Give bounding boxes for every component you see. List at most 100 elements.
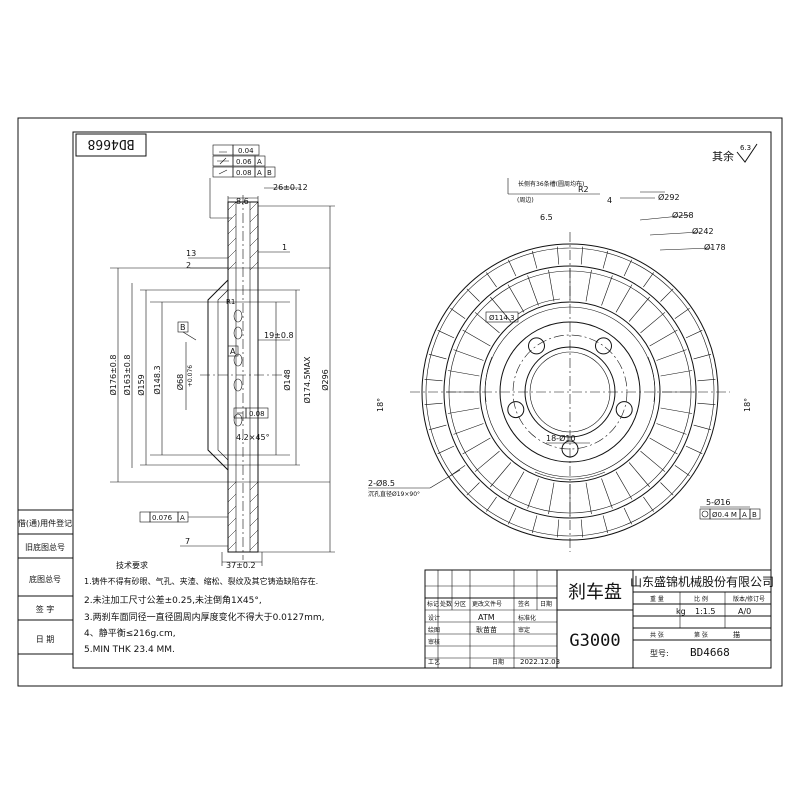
slot-line: [697, 379, 716, 382]
cooling-vanes: [424, 246, 716, 538]
svg-text:技术要求: 技术要求: [116, 560, 148, 570]
svg-text:版本/修订号: 版本/修订号: [733, 595, 765, 603]
slot-line: [531, 250, 538, 269]
slot-line: [674, 308, 690, 319]
svg-text:绘图: 绘图: [428, 626, 440, 634]
svg-text:日 期: 日 期: [36, 635, 55, 644]
slot-line: [602, 250, 609, 269]
svg-text:Ø114.3: Ø114.3: [489, 314, 515, 322]
slot-line: [531, 515, 538, 534]
slot-line: [486, 272, 497, 288]
surface-finish: 其余 6.3: [712, 143, 758, 163]
svg-text:耿苗苗: 耿苗苗: [476, 625, 497, 634]
side-view: 0.04 0.06 A 0.08 A B: [108, 144, 335, 570]
svg-text:19±0.8: 19±0.8: [264, 331, 294, 340]
roughness-symbol-icon: [736, 143, 758, 163]
svg-text:Ø148: Ø148: [282, 369, 292, 391]
slot-line: [508, 507, 517, 525]
vane-line: [585, 269, 592, 302]
svg-text:37±0.2: 37±0.2: [226, 561, 256, 570]
svg-text:1: 1: [282, 243, 287, 252]
svg-text:B: B: [180, 323, 186, 332]
svg-text:13: 13: [186, 249, 196, 258]
svg-text:分区: 分区: [454, 600, 466, 608]
material: G3000: [569, 631, 620, 651]
slot-line: [428, 424, 447, 431]
svg-text:4: 4: [607, 196, 612, 205]
bolt-hole: [595, 337, 612, 355]
slot-line: [623, 507, 632, 525]
svg-text:5.MIN THK 23.4 MM.: 5.MIN THK 23.4 MM.: [84, 645, 175, 655]
svg-text:0.08: 0.08: [249, 410, 265, 418]
svg-text:(周边): (周边): [517, 196, 534, 204]
svg-text:共 张: 共 张: [650, 631, 664, 639]
bolt-hole: [528, 337, 545, 355]
svg-text:0.076: 0.076: [152, 514, 173, 522]
vane-line: [601, 275, 613, 306]
vane-line: [453, 423, 484, 435]
slot-line: [685, 445, 703, 454]
slot-line: [674, 465, 690, 476]
svg-text:设计: 设计: [428, 614, 440, 622]
svg-text:比 例: 比 例: [694, 595, 708, 603]
svg-text:Ø163±0.8: Ø163±0.8: [122, 355, 132, 396]
slot-line: [428, 353, 447, 360]
slot-line: [557, 246, 560, 265]
slot-line: [643, 272, 654, 288]
svg-text:第 张: 第 张: [694, 631, 708, 639]
svg-text:B: B: [267, 169, 272, 177]
svg-text:Ø159: Ø159: [136, 374, 146, 396]
svg-text:Ø296: Ø296: [320, 369, 330, 391]
svg-text:重 量: 重 量: [650, 595, 664, 603]
vane-line: [656, 423, 687, 435]
svg-text:18°: 18°: [743, 398, 752, 412]
slot-line: [437, 330, 455, 339]
slot-line: [697, 402, 716, 405]
svg-text:Ø0.4 M: Ø0.4 M: [712, 511, 737, 519]
svg-text:2022.12.03: 2022.12.03: [520, 658, 560, 666]
slot-line: [450, 308, 466, 319]
svg-text:0.08: 0.08: [236, 169, 252, 177]
vane-line: [527, 478, 539, 509]
svg-text:签 字: 签 字: [36, 604, 55, 614]
vane-line: [527, 275, 539, 306]
svg-text:Ø176±0.8: Ø176±0.8: [108, 355, 118, 396]
slot-line: [486, 496, 497, 512]
svg-text:0.06: 0.06: [236, 158, 252, 166]
svg-text:长侧有36条槽(圆周均布): 长侧有36条槽(圆周均布): [518, 180, 584, 188]
vane-line: [548, 269, 555, 302]
slot-line: [424, 379, 443, 382]
slot-line: [466, 288, 480, 302]
svg-text:A: A: [257, 158, 262, 166]
svg-text:2-Ø8.5: 2-Ø8.5: [368, 478, 395, 488]
svg-text:4、静平衡≤216g.cm,: 4、静平衡≤216g.cm,: [84, 627, 176, 639]
front-view-annotations: 长侧有36条槽(圆周均布) (周边) R2 4 6.5 Ø292 Ø258 Ø2…: [368, 178, 761, 520]
vane-line: [656, 349, 687, 361]
slot-line: [693, 424, 712, 431]
vane-line: [628, 462, 650, 488]
slot-line: [623, 259, 632, 277]
svg-text:Ø148.3: Ø148.3: [152, 365, 162, 394]
svg-text:B: B: [752, 511, 757, 519]
svg-text:工艺: 工艺: [428, 658, 440, 666]
svg-text:A: A: [257, 169, 262, 177]
svg-text:Ø174.5MAX: Ø174.5MAX: [302, 356, 312, 404]
svg-text:8.6: 8.6: [236, 197, 249, 206]
slot-line: [466, 482, 480, 496]
svg-text:Ø292: Ø292: [658, 192, 680, 202]
svg-text:26±0.12: 26±0.12: [273, 183, 308, 192]
svg-text:审核: 审核: [428, 638, 440, 646]
svg-text:Ø258: Ø258: [672, 210, 694, 220]
surface-finish-label: 其余: [712, 149, 734, 163]
slot-line: [557, 519, 560, 538]
bolt-hole: [615, 401, 633, 419]
slot-line: [660, 288, 674, 302]
svg-text:5-Ø16: 5-Ø16: [706, 497, 730, 507]
svg-text:签名: 签名: [518, 600, 530, 608]
slot-line: [508, 259, 517, 277]
model-number: BD4668: [690, 646, 730, 659]
svg-text:审定: 审定: [518, 626, 530, 634]
vane-line: [447, 407, 480, 414]
svg-text:Ø68: Ø68: [175, 374, 185, 390]
svg-text:标记: 标记: [427, 600, 439, 608]
